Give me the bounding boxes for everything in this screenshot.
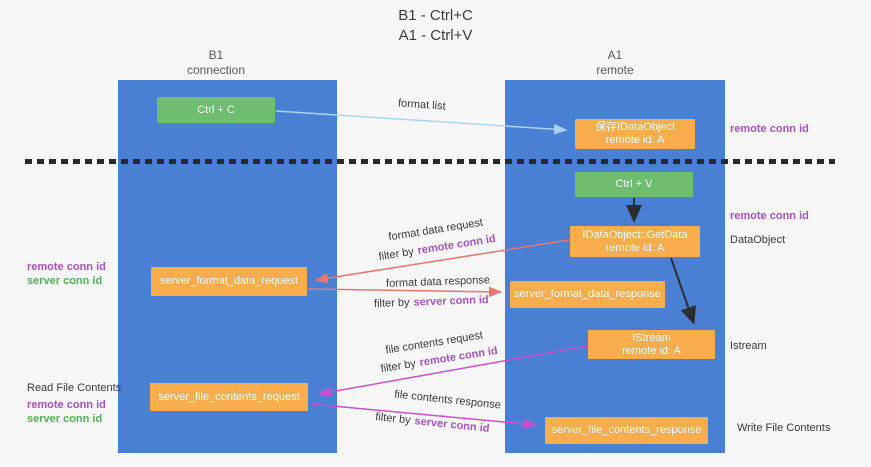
istream-line2: remote id: A [622,344,681,357]
read-file-contents-annotation: Read File Contents [27,382,122,394]
left-conn-id-stack-bottom: remote conn id server conn id [27,398,121,426]
diagram-title-line2: A1 - Ctrl+V [398,27,473,44]
remote-conn-id-annotation-mid: remote conn id [730,210,809,222]
lane-b1-title: B1 [208,48,224,62]
lane-header-a1: A1 remote [545,48,685,78]
lane-a1-title: A1 [607,48,623,62]
istream-box: IStream remote id: A [588,330,715,359]
server-file-contents-request-label: server_file_contents_request [158,390,300,403]
format-list-label: format list [397,97,447,113]
ctrl-v-box: Ctrl + V [575,172,693,197]
server-format-data-response-label: server_format_data_response [514,288,661,300]
server-format-data-request-box: server_format_data_request [151,267,307,296]
file-contents-response-label: file contents response [393,388,502,412]
server-format-data-response-box: server_format_data_response [510,281,665,308]
lane-header-b1: B1 connection [146,48,286,78]
format-data-response-label: format data response [385,274,491,290]
server-conn-id-annotation-bottom: server conn id [27,413,103,425]
getdata-line2: remote id: A [605,241,665,254]
server-conn-id-annotation-left: server conn id [27,275,103,287]
server-file-contents-response-label: server_file_contents_response [551,424,702,436]
istream-annotation: Istream [730,340,767,352]
filter-by-text: filter by [379,357,417,376]
server-conn-id-text: server conn id [413,415,490,435]
format-response-filter-label: filter by server conn id [374,294,489,310]
save-dataobject-box: 保存IDataObject remote id: A [575,119,695,149]
lane-a1-subtitle: remote [596,63,634,77]
ctrl-c-box: Ctrl + C [157,97,275,123]
read-file-contents-block: Read File Contents remote conn id server… [27,382,121,426]
filter-by-text: filter by [377,245,415,264]
remote-conn-id-annotation-bottom: remote conn id [27,399,106,411]
getdata-line1: IDataObject::GetData [582,228,688,241]
server-conn-id-text: server conn id [413,294,489,309]
server-file-contents-response-box: server_file_contents_response [545,417,708,444]
save-dataobject-line2: remote id: A [605,134,665,146]
server-file-contents-request-box: server_file_contents_request [150,383,308,411]
ctrl-c-label: Ctrl + C [197,103,235,116]
diagram-title-line1: B1 - Ctrl+C [398,7,473,24]
dataobject-annotation: DataObject [730,234,786,246]
server-format-data-request-label: server_format_data_request [159,275,299,287]
lane-b1-subtitle: connection [186,63,246,77]
diagram-title: B1 - Ctrl+C A1 - Ctrl+V [0,6,871,46]
istream-line1: IStream [632,331,671,344]
left-conn-id-stack: remote conn id server conn id [27,260,106,288]
getdata-box: IDataObject::GetData remote id: A [570,226,700,257]
filter-by-text: filter by [373,296,410,310]
clipboard-boundary-dashed-line [25,159,835,164]
remote-conn-id-annotation-left: remote conn id [27,261,106,273]
remote-conn-id-annotation-top: remote conn id [730,123,809,135]
save-dataobject-line1: 保存IDataObject [594,121,676,133]
ctrl-v-label: Ctrl + V [615,178,653,190]
file-response-filter-label: filter by server conn id [375,411,490,435]
write-file-contents-annotation: Write File Contents [737,422,831,434]
filter-by-text: filter by [374,411,412,427]
